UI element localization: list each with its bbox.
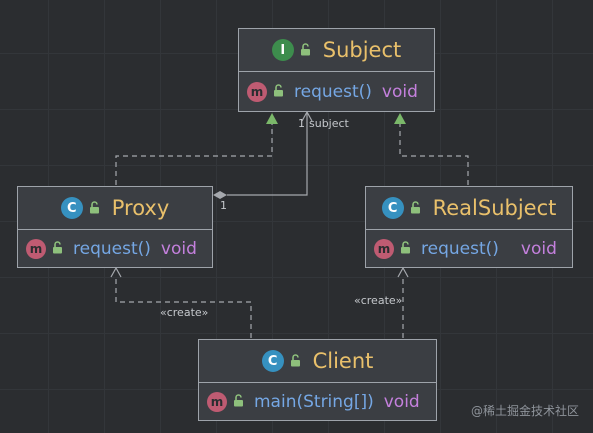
subject-method-row[interactable]: m request() void (239, 72, 434, 111)
client-creates-realsubject-label: «create» (354, 294, 403, 307)
realsubject-title: RealSubject (432, 196, 557, 220)
realsubject-method-row[interactable]: m request() void (366, 230, 572, 267)
lock-icon (410, 199, 421, 218)
client-method-name: main(String[]) (254, 391, 374, 412)
proxy-method-return-type: void (160, 238, 197, 259)
proxy-realizes-subject-arrowhead (266, 113, 278, 124)
interface-icon: I (271, 39, 294, 61)
realsubject-method-return-type: void (520, 238, 557, 259)
association-source-multiplicity: 1 (220, 199, 227, 212)
realsubject-method-name: request() (421, 238, 499, 259)
watermark: @稀土掘金技术社区 (470, 404, 579, 418)
proxy-realizes-subject-edge (115, 122, 273, 185)
proxy-subject-association-arrowhead (301, 110, 313, 122)
static-method-icon: m (207, 391, 227, 412)
association-target-multiplicity: 1 (298, 117, 305, 130)
method-icon: m (26, 238, 46, 259)
association-target-role: subject (309, 117, 349, 130)
realsubject-realizes-subject-arrowhead (394, 113, 406, 124)
lock-icon (273, 82, 284, 101)
client-class-node[interactable]: C Client m main(String[]) void (198, 339, 437, 421)
lock-icon (233, 392, 244, 411)
method-icon: m (247, 81, 267, 102)
client-method-return-type: void (383, 391, 420, 412)
client-creates-proxy-edge (115, 276, 252, 338)
client-creates-proxy-label: «create» (160, 306, 209, 319)
lock-icon (52, 239, 63, 258)
subject-header: I Subject (239, 29, 434, 72)
client-header: C Client (199, 340, 436, 383)
class-icon: C (60, 197, 83, 219)
subject-title: Subject (322, 38, 402, 62)
proxy-method-row[interactable]: m request() void (18, 230, 212, 267)
proxy-class-node[interactable]: C Proxy m request() void (17, 186, 213, 268)
subject-interface-node[interactable]: I Subject m request() void (238, 28, 435, 112)
lock-icon (300, 41, 311, 60)
client-creates-realsubject-arrowhead (397, 266, 409, 278)
method-icon: m (374, 238, 394, 259)
lock-icon (400, 239, 411, 258)
subject-method-name: request() (294, 81, 372, 102)
proxy-title: Proxy (111, 196, 170, 220)
proxy-aggregation-diamond (213, 191, 227, 199)
realsubject-class-node[interactable]: C RealSubject m request() void (365, 186, 573, 268)
runnable-class-icon: C (261, 350, 284, 372)
proxy-subject-association-edge (227, 113, 308, 196)
subject-method-return-type: void (381, 81, 418, 102)
proxy-method-name: request() (73, 238, 151, 259)
proxy-header: C Proxy (18, 187, 212, 230)
lock-icon (290, 352, 301, 371)
class-icon: C (381, 197, 404, 219)
client-method-row[interactable]: m main(String[]) void (199, 383, 436, 420)
lock-icon (89, 199, 100, 218)
client-creates-proxy-arrowhead (110, 266, 122, 278)
realsubject-realizes-subject-edge (399, 122, 469, 185)
realsubject-header: C RealSubject (366, 187, 572, 230)
client-title: Client (312, 349, 374, 373)
